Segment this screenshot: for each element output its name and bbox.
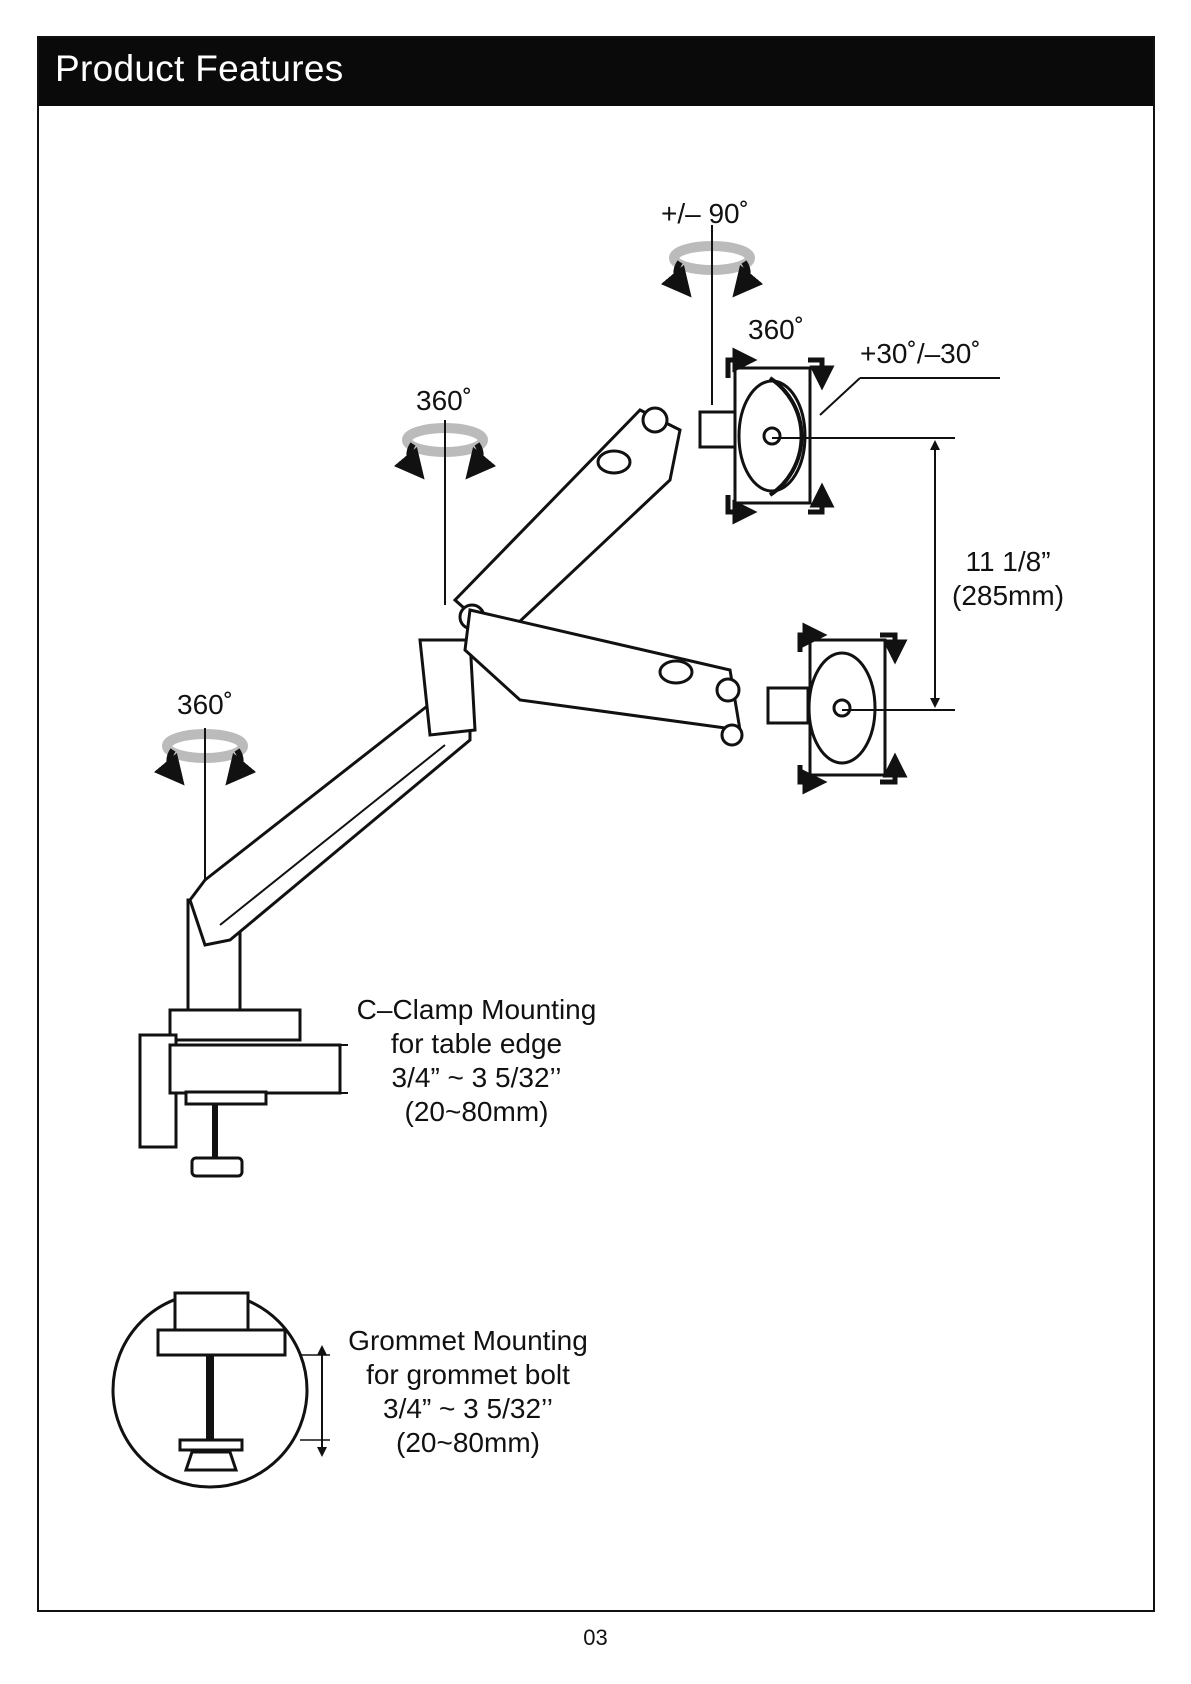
grommet-detail [113,1293,330,1487]
vesa-plate-top [700,368,810,503]
arm-rotation-label: 360˚ [416,384,472,418]
grommet-line: for grommet bolt [332,1358,604,1392]
grommet-line: Grommet Mounting [332,1324,604,1358]
height-adjust-label: 11 1/8” (285mm) [952,545,1064,613]
clamp-line: (20~80mm) [344,1095,609,1129]
clamp-line: for table edge [344,1027,609,1061]
panel-rotation-label: 360˚ [748,313,804,347]
grommet-line: 3/4” ~ 3 5/32’’ [332,1392,604,1426]
clamp-line: 3/4” ~ 3 5/32’’ [344,1061,609,1095]
lower-arm [190,640,475,945]
clamp-line: C–Clamp Mounting [344,993,609,1027]
upper-arm [455,408,680,640]
base-rotation-label: 360˚ [177,688,233,722]
grommet-line: (20~80mm) [332,1426,604,1460]
height-adjust-imperial: 11 1/8” [952,545,1064,579]
tilt-label: +30˚/–30˚ [860,337,981,371]
tilt-leader-line [820,378,860,415]
page-number: 03 [0,1625,1191,1651]
clamp-mounting-label: C–Clamp Mounting for table edge 3/4” ~ 3… [344,993,609,1129]
rotation-arrow-icon [407,420,483,605]
second-arm [465,610,742,745]
tilt-rotation-label: +/– 90˚ [661,197,749,231]
vesa-plate-bottom [768,640,885,775]
height-adjust-metric: (285mm) [952,579,1064,613]
grommet-mounting-label: Grommet Mounting for grommet bolt 3/4” ~… [332,1324,604,1460]
clamp-base [140,900,348,1176]
